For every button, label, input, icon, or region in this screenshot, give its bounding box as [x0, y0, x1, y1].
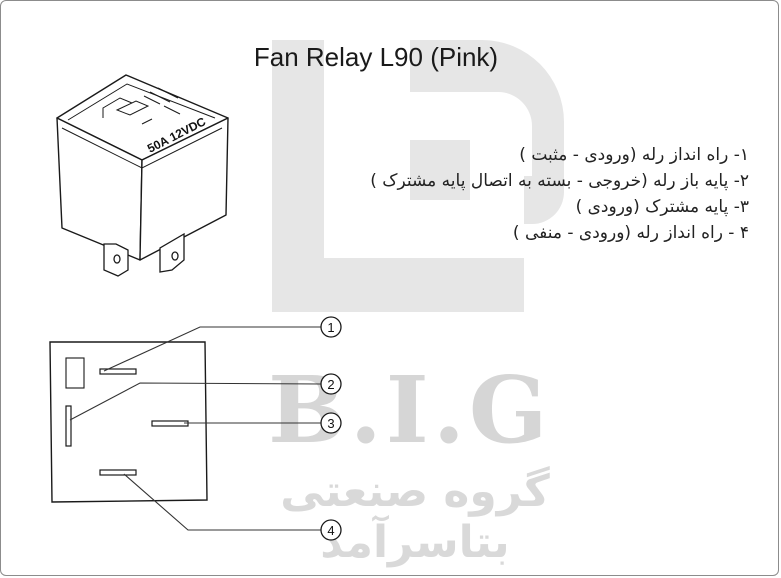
- pin-callout-3: [320, 412, 342, 434]
- diagram-title: Fan Relay L90 (Pink): [253, 42, 499, 72]
- pin-4: [99, 469, 137, 476]
- relay-body: [56, 74, 229, 261]
- pin-callout-label-4: 4: [327, 523, 334, 538]
- pin-2: [65, 405, 72, 447]
- watermark-company: گروه صنعتی بتاسرآمد: [280, 466, 550, 568]
- pin-callout-4: [320, 519, 342, 541]
- legend-item-2: ۲- پایه باز رله (خروجی - بسته به اتصال پ…: [370, 171, 749, 191]
- pin-callout-label-2: 2: [327, 377, 334, 392]
- pin-callout-1: [320, 316, 342, 338]
- pin-callout-label-1: 1: [327, 320, 334, 335]
- pin-callout-2: [320, 373, 342, 395]
- legend-item-3: ۳- پایه مشترک (ورودی ): [575, 197, 749, 217]
- pin-1: [99, 368, 137, 375]
- legend-item-4: ۴ - راه انداز رله (ورودی - منفی ): [512, 223, 749, 243]
- relay-pinout: [49, 341, 208, 503]
- pin-callout-label-3: 3: [327, 416, 334, 431]
- legend-item-1: ۱- راه انداز رله (ورودی - مثبت ): [519, 145, 749, 165]
- pin-legend: ۱- راه انداز رله (ورودی - مثبت ) ۲- پایه…: [289, 142, 749, 246]
- pin-3: [151, 420, 189, 427]
- watermark-brand: B.I.G: [268, 356, 552, 464]
